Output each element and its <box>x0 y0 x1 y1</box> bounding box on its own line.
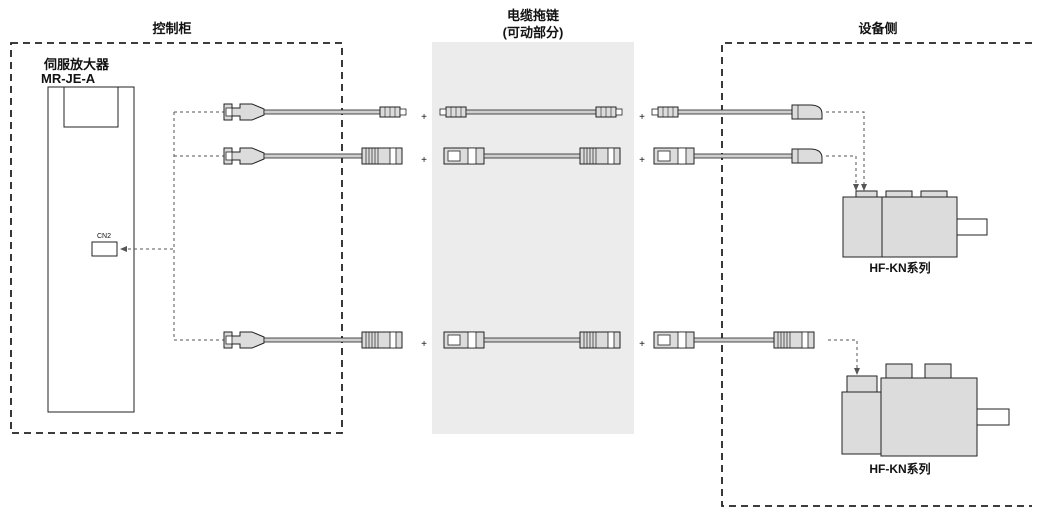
motor-lower-connector <box>846 375 878 393</box>
joiner-symbols: + + + + + + <box>421 112 645 350</box>
row2-socket-plug-a-band <box>467 147 477 165</box>
row2-cable-b <box>483 153 581 159</box>
cable-rows <box>223 103 823 349</box>
motor-upper-shaft <box>956 218 988 236</box>
motor-lead-arrow-1 <box>861 184 867 191</box>
motor-lower <box>841 363 1010 457</box>
row3-round-plug-b-band <box>607 331 615 349</box>
row1-plug-d-tip <box>651 108 659 116</box>
row3-socket-plug-b-band <box>677 331 687 349</box>
joiner-row1-right: + <box>639 112 645 123</box>
cable-chain-label-line2: (可动部分) <box>503 25 564 40</box>
row3-socket-plug-a-face <box>447 334 461 346</box>
joiner-row3-right: + <box>639 339 645 350</box>
motor-upper-housing-right <box>881 196 958 258</box>
joiner-row1-left: + <box>421 112 427 123</box>
motor-upper <box>842 190 988 258</box>
motor-lower-housing-right <box>880 377 978 457</box>
row3-dsub-plug <box>223 331 265 349</box>
row3-socket-plug-b-face <box>657 334 671 346</box>
motor-upper-tab1 <box>855 190 878 198</box>
motor-upper-tab3 <box>920 190 948 198</box>
cable-chain-label-line1: 电缆拖链 <box>507 8 560 23</box>
row3-round-plug-c-band <box>801 331 809 349</box>
cn2-arrowhead <box>120 246 127 252</box>
motor-lower-label: HF-KN系列 <box>869 461 930 476</box>
joiner-row2-right: + <box>639 155 645 166</box>
amplifier-title-line2: MR-JE-A <box>41 71 96 86</box>
motor-leads <box>826 111 865 370</box>
motor-upper-label: HF-KN系列 <box>869 260 930 275</box>
row1-plug-a-tip <box>399 108 407 116</box>
row1-dsub-plug-pin <box>225 107 233 117</box>
row2-round-plug-b-band <box>607 147 615 165</box>
row3-dsub-plug-pin <box>225 335 233 345</box>
servo-amplifier-body <box>47 86 135 413</box>
motor-lower-shaft <box>976 408 1010 426</box>
row2-socket-plug-b-band <box>677 147 687 165</box>
joiner-row3-left: + <box>421 339 427 350</box>
equipment-side-label: 设备侧 <box>858 21 897 36</box>
row1-dsub-plug <box>223 103 265 121</box>
motor-upper-housing-left <box>842 196 884 258</box>
motor-lower-housing-left <box>841 391 883 455</box>
cn2-wiring <box>122 111 224 341</box>
control-cabinet-label: 控制柜 <box>152 21 191 36</box>
row3-cable-c <box>693 337 775 343</box>
motor-upper-tab2 <box>885 190 913 198</box>
row2-cable-c <box>693 153 793 159</box>
row1-cable-c <box>677 109 793 115</box>
row2-socket-plug-a-face <box>447 150 461 162</box>
row1-cable-a <box>263 109 381 115</box>
joiner-row2-left: + <box>421 155 427 166</box>
row1-plug-c-tip <box>615 108 623 116</box>
cn2-label: CN2 <box>97 233 111 240</box>
motor-lower-tab1 <box>885 363 913 379</box>
row1-plug-b-tip <box>439 108 447 116</box>
row2-angle-end <box>791 148 823 164</box>
equipment-side-box <box>721 42 1032 507</box>
row2-dsub-plug-pin <box>225 151 233 161</box>
row2-dsub-plug <box>223 147 265 165</box>
row1-angle-end <box>791 104 823 120</box>
row2-socket-plug-b-face <box>657 150 671 162</box>
row2-cable-a <box>263 153 363 159</box>
row2-round-plug-a-band <box>389 147 397 165</box>
motor-lower-tab2 <box>924 363 952 379</box>
amplifier-display-window <box>63 86 119 128</box>
row3-cable-b <box>483 337 581 343</box>
amplifier-title-line1: 伺服放大器 <box>43 57 110 72</box>
row3-cable-a <box>263 337 363 343</box>
row3-round-plug-a-band <box>389 331 397 349</box>
motor-lead-arrow-2 <box>853 184 859 191</box>
row1-cable-b <box>465 109 597 115</box>
cable-chain-zone <box>432 42 634 434</box>
cn2-connector <box>91 241 118 257</box>
row3-socket-plug-a-band <box>467 331 477 349</box>
motor-lead-arrow-3 <box>854 368 860 375</box>
